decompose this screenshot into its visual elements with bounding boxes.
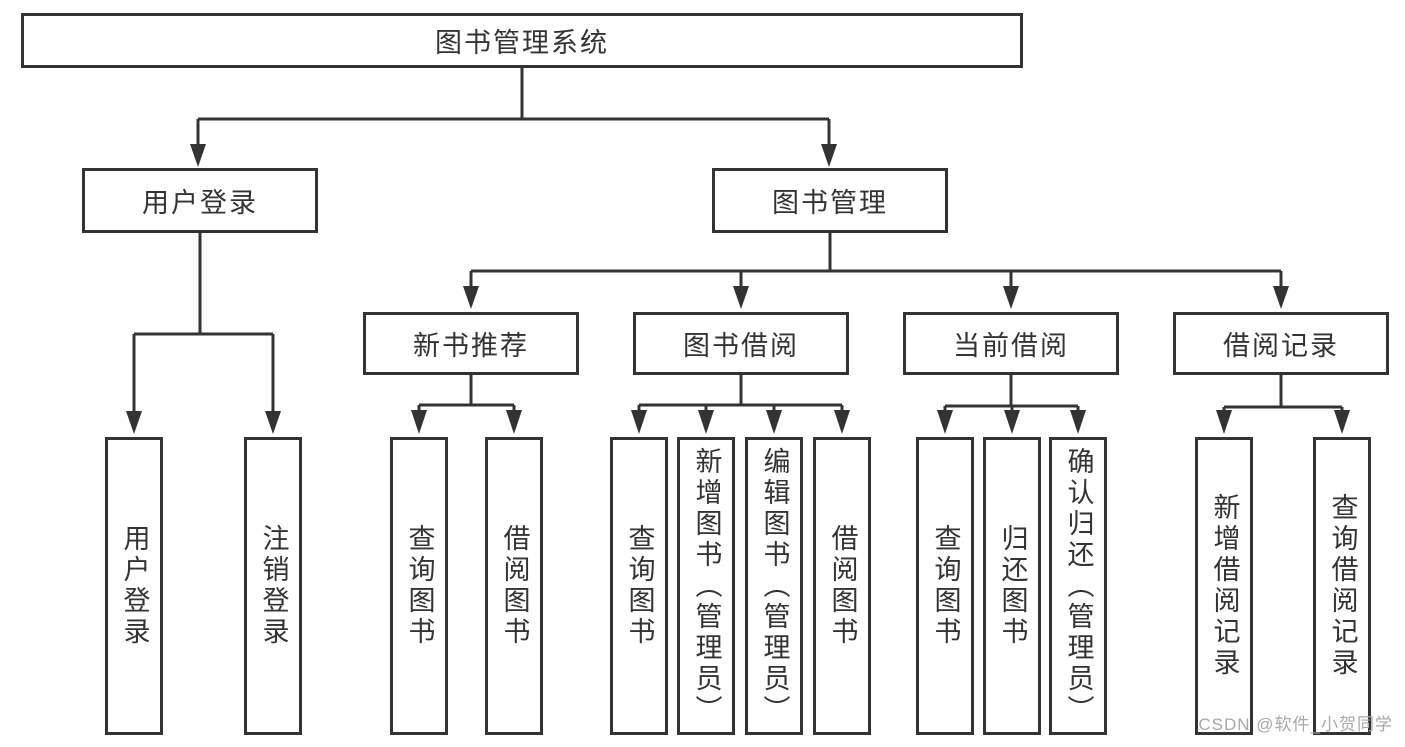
leaf-query-books: 查询图书 — [390, 437, 448, 735]
leaf-edit-books-admin: 编辑图书（管理员） — [745, 437, 803, 735]
leaf-add-borrow-record: 新增借阅记录 — [1195, 437, 1253, 735]
arrowheads — [126, 144, 1350, 434]
node-label: 图书管理 — [772, 188, 888, 218]
node-library-management-system: 图书管理系统 — [21, 13, 1023, 68]
leaf-label: 借阅图书 — [499, 524, 530, 648]
leaf-label: 确认归还（管理员） — [1063, 446, 1094, 726]
leaf-label: 新增借阅记录 — [1209, 493, 1240, 679]
leaf-label: 查询图书 — [624, 524, 655, 648]
node-label: 当前借阅 — [953, 331, 1069, 361]
csdn-watermark: CSDN @软件_小贺同学 — [1198, 715, 1393, 734]
node-label: 图书管理系统 — [435, 28, 609, 58]
node-book-management: 图书管理 — [712, 168, 948, 233]
leaf-label: 注销登录 — [258, 524, 289, 648]
node-new-book-recommend: 新书推荐 — [363, 312, 579, 375]
leaf-label: 查询图书 — [930, 524, 961, 648]
leaf-label: 查询借阅记录 — [1327, 493, 1358, 679]
leaf-label: 借阅图书 — [827, 524, 858, 648]
leaf-label: 编辑图书（管理员） — [759, 446, 790, 726]
leaf-label: 新增图书（管理员） — [691, 446, 722, 726]
connector-root-to-level2 — [196, 68, 831, 146]
node-user-login: 用户登录 — [82, 168, 318, 233]
connector-borrow-to-leaves — [637, 375, 844, 413]
leaf-return-books: 归还图书 — [983, 437, 1041, 735]
leaf-query-books: 查询图书 — [610, 437, 668, 735]
node-label: 图书借阅 — [683, 331, 799, 361]
leaf-user-login: 用户登录 — [105, 437, 163, 735]
leaf-borrow-books: 借阅图书 — [813, 437, 871, 735]
node-book-borrowing: 图书借阅 — [633, 312, 849, 375]
connector-recommend-to-leaves — [417, 375, 516, 413]
leaf-logout: 注销登录 — [244, 437, 302, 735]
leaf-label: 归还图书 — [997, 524, 1028, 648]
node-label: 借阅记录 — [1223, 331, 1339, 361]
node-label: 用户登录 — [142, 188, 258, 218]
node-borrowing-records: 借阅记录 — [1173, 312, 1389, 375]
node-current-borrowing: 当前借阅 — [903, 312, 1119, 375]
connector-current-to-leaves — [943, 375, 1080, 413]
leaf-label: 查询图书 — [404, 524, 435, 648]
leaf-query-books: 查询图书 — [916, 437, 974, 735]
leaf-label: 用户登录 — [119, 524, 150, 648]
leaf-borrow-books: 借阅图书 — [485, 437, 543, 735]
leaf-add-books-admin: 新增图书（管理员） — [677, 437, 735, 735]
leaf-confirm-return-admin: 确认归还（管理员） — [1049, 437, 1107, 735]
leaf-query-borrow-record: 查询借阅记录 — [1313, 437, 1371, 735]
connector-login-to-leaves — [132, 233, 275, 413]
connector-record-to-leaves — [1222, 375, 1344, 413]
connector-manage-to-level3 — [469, 233, 1283, 289]
node-label: 新书推荐 — [413, 331, 529, 361]
